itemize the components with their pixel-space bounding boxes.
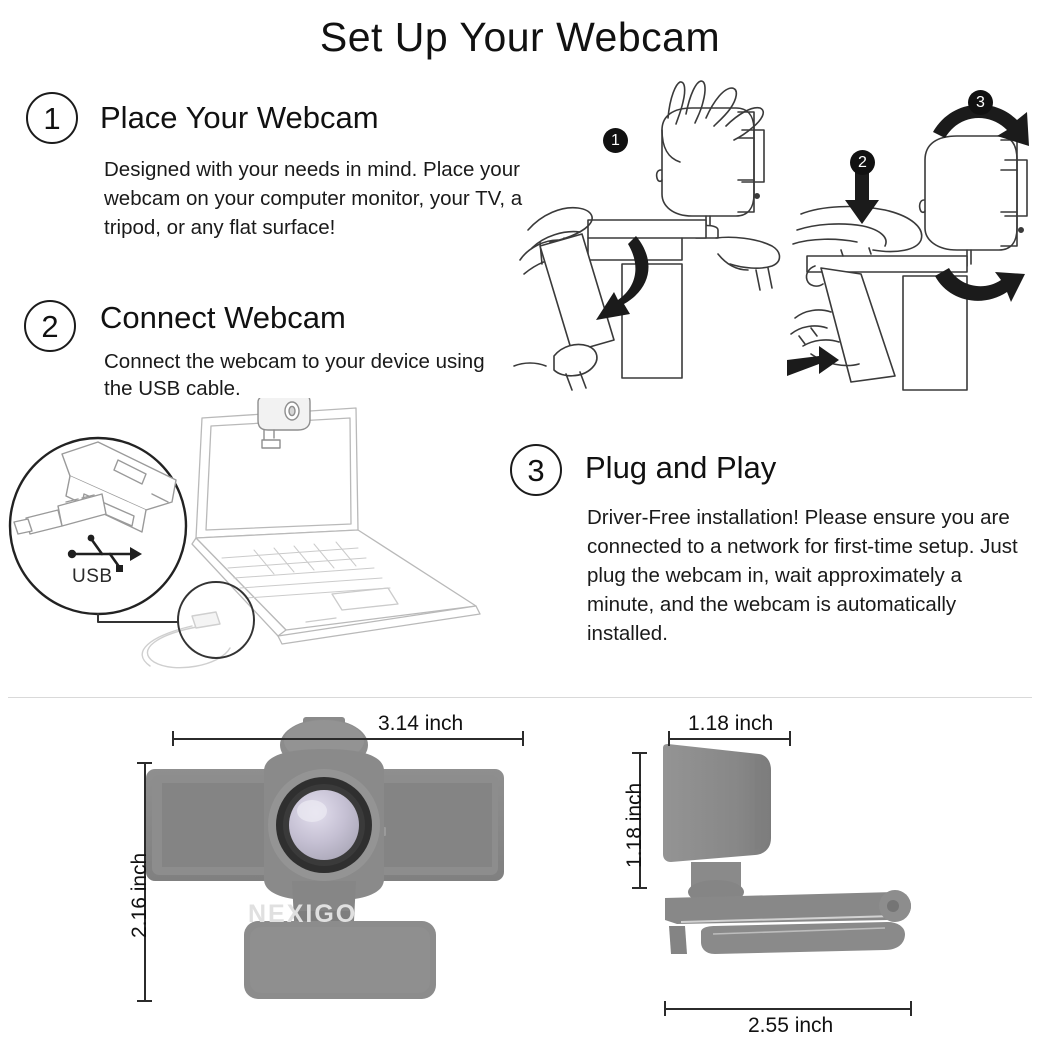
lens-housing xyxy=(264,749,384,901)
illustration-marker-1: 1 xyxy=(603,128,628,153)
step-2-body: Connect the webcam to your device using … xyxy=(104,350,485,401)
illustration-marker-3: 3 xyxy=(968,90,993,115)
side-width-dimension-line xyxy=(668,738,790,740)
webcam-icon xyxy=(918,135,1028,267)
lens-glass xyxy=(289,790,359,860)
front-height-tick-top xyxy=(137,762,152,764)
camera-head-side xyxy=(663,744,771,862)
hand-icon xyxy=(513,206,615,391)
front-width-tick-left xyxy=(172,731,174,746)
front-height-label: 2.16 inch xyxy=(128,852,151,938)
front-width-tick-right xyxy=(522,731,524,746)
down-arrow-icon xyxy=(845,160,879,224)
step-1-heading: Place Your Webcam xyxy=(100,100,379,135)
step-1-number: 1 xyxy=(26,92,78,144)
step-3-body: Driver-Free installation! Please ensure … xyxy=(587,506,1018,646)
hand-icon xyxy=(715,236,781,291)
page-title: Set Up Your Webcam xyxy=(319,14,721,60)
side-depth-label: 2.55 inch xyxy=(748,1014,834,1037)
step-1-body: Designed with your needs in mind. Place … xyxy=(104,158,523,240)
step-3-number: 3 xyxy=(510,444,562,496)
side-height-dimension-line xyxy=(639,752,641,889)
clip-upper-arm xyxy=(665,890,911,954)
usb-cable xyxy=(141,611,231,669)
illustration-marker-2: 2 xyxy=(850,150,875,175)
side-height-label: 1.18 inch xyxy=(623,782,646,868)
side-depth-tick-right xyxy=(910,1001,912,1016)
hand-icon xyxy=(661,80,764,163)
side-width-tick-left xyxy=(668,731,670,746)
side-width-label: 1.18 inch xyxy=(688,712,774,735)
side-depth-tick-left xyxy=(664,1001,666,1016)
callout-leader-line xyxy=(97,613,179,623)
section-divider xyxy=(8,697,1032,698)
step-2-number: 2 xyxy=(24,300,76,352)
step-2-heading: Connect Webcam xyxy=(100,300,346,335)
laptop-icon xyxy=(191,407,481,645)
hand-icon xyxy=(790,265,896,383)
webcam-icon xyxy=(655,107,765,239)
brand-logo: NEXIGO xyxy=(248,900,358,928)
illustration-usb-connection xyxy=(6,398,506,688)
monitor-icon xyxy=(587,219,707,379)
webcam-front-view xyxy=(140,715,540,1015)
curved-arrow-icon xyxy=(935,268,1025,302)
camera-base xyxy=(244,921,436,999)
usb-trident-icon xyxy=(67,534,142,572)
monitor-icon xyxy=(806,255,968,391)
curved-arrow-icon xyxy=(596,236,649,320)
clip-lower-arm xyxy=(701,922,905,954)
illustration-adjust-webcam xyxy=(785,78,1040,413)
front-width-label: 3.14 inch xyxy=(378,712,464,735)
side-height-tick-bottom xyxy=(632,887,647,889)
webcam-icon xyxy=(257,398,311,449)
front-width-dimension-line xyxy=(172,738,524,740)
front-height-tick-bottom xyxy=(137,1000,152,1002)
front-height-dimension-line xyxy=(144,762,146,1002)
usb-port-detail xyxy=(13,441,177,535)
illustration-place-webcam xyxy=(510,78,785,413)
side-depth-dimension-line xyxy=(664,1008,912,1010)
webcam-side-view xyxy=(655,742,985,992)
curved-arrow-icon xyxy=(933,104,1029,146)
side-height-tick-top xyxy=(632,752,647,754)
right-arrow-icon xyxy=(787,346,839,376)
side-width-tick-right xyxy=(789,731,791,746)
usb-label: USB xyxy=(72,566,113,587)
hand-icon xyxy=(792,205,923,257)
step-3-heading: Plug and Play xyxy=(585,450,777,485)
callout-circle-small xyxy=(177,581,255,659)
